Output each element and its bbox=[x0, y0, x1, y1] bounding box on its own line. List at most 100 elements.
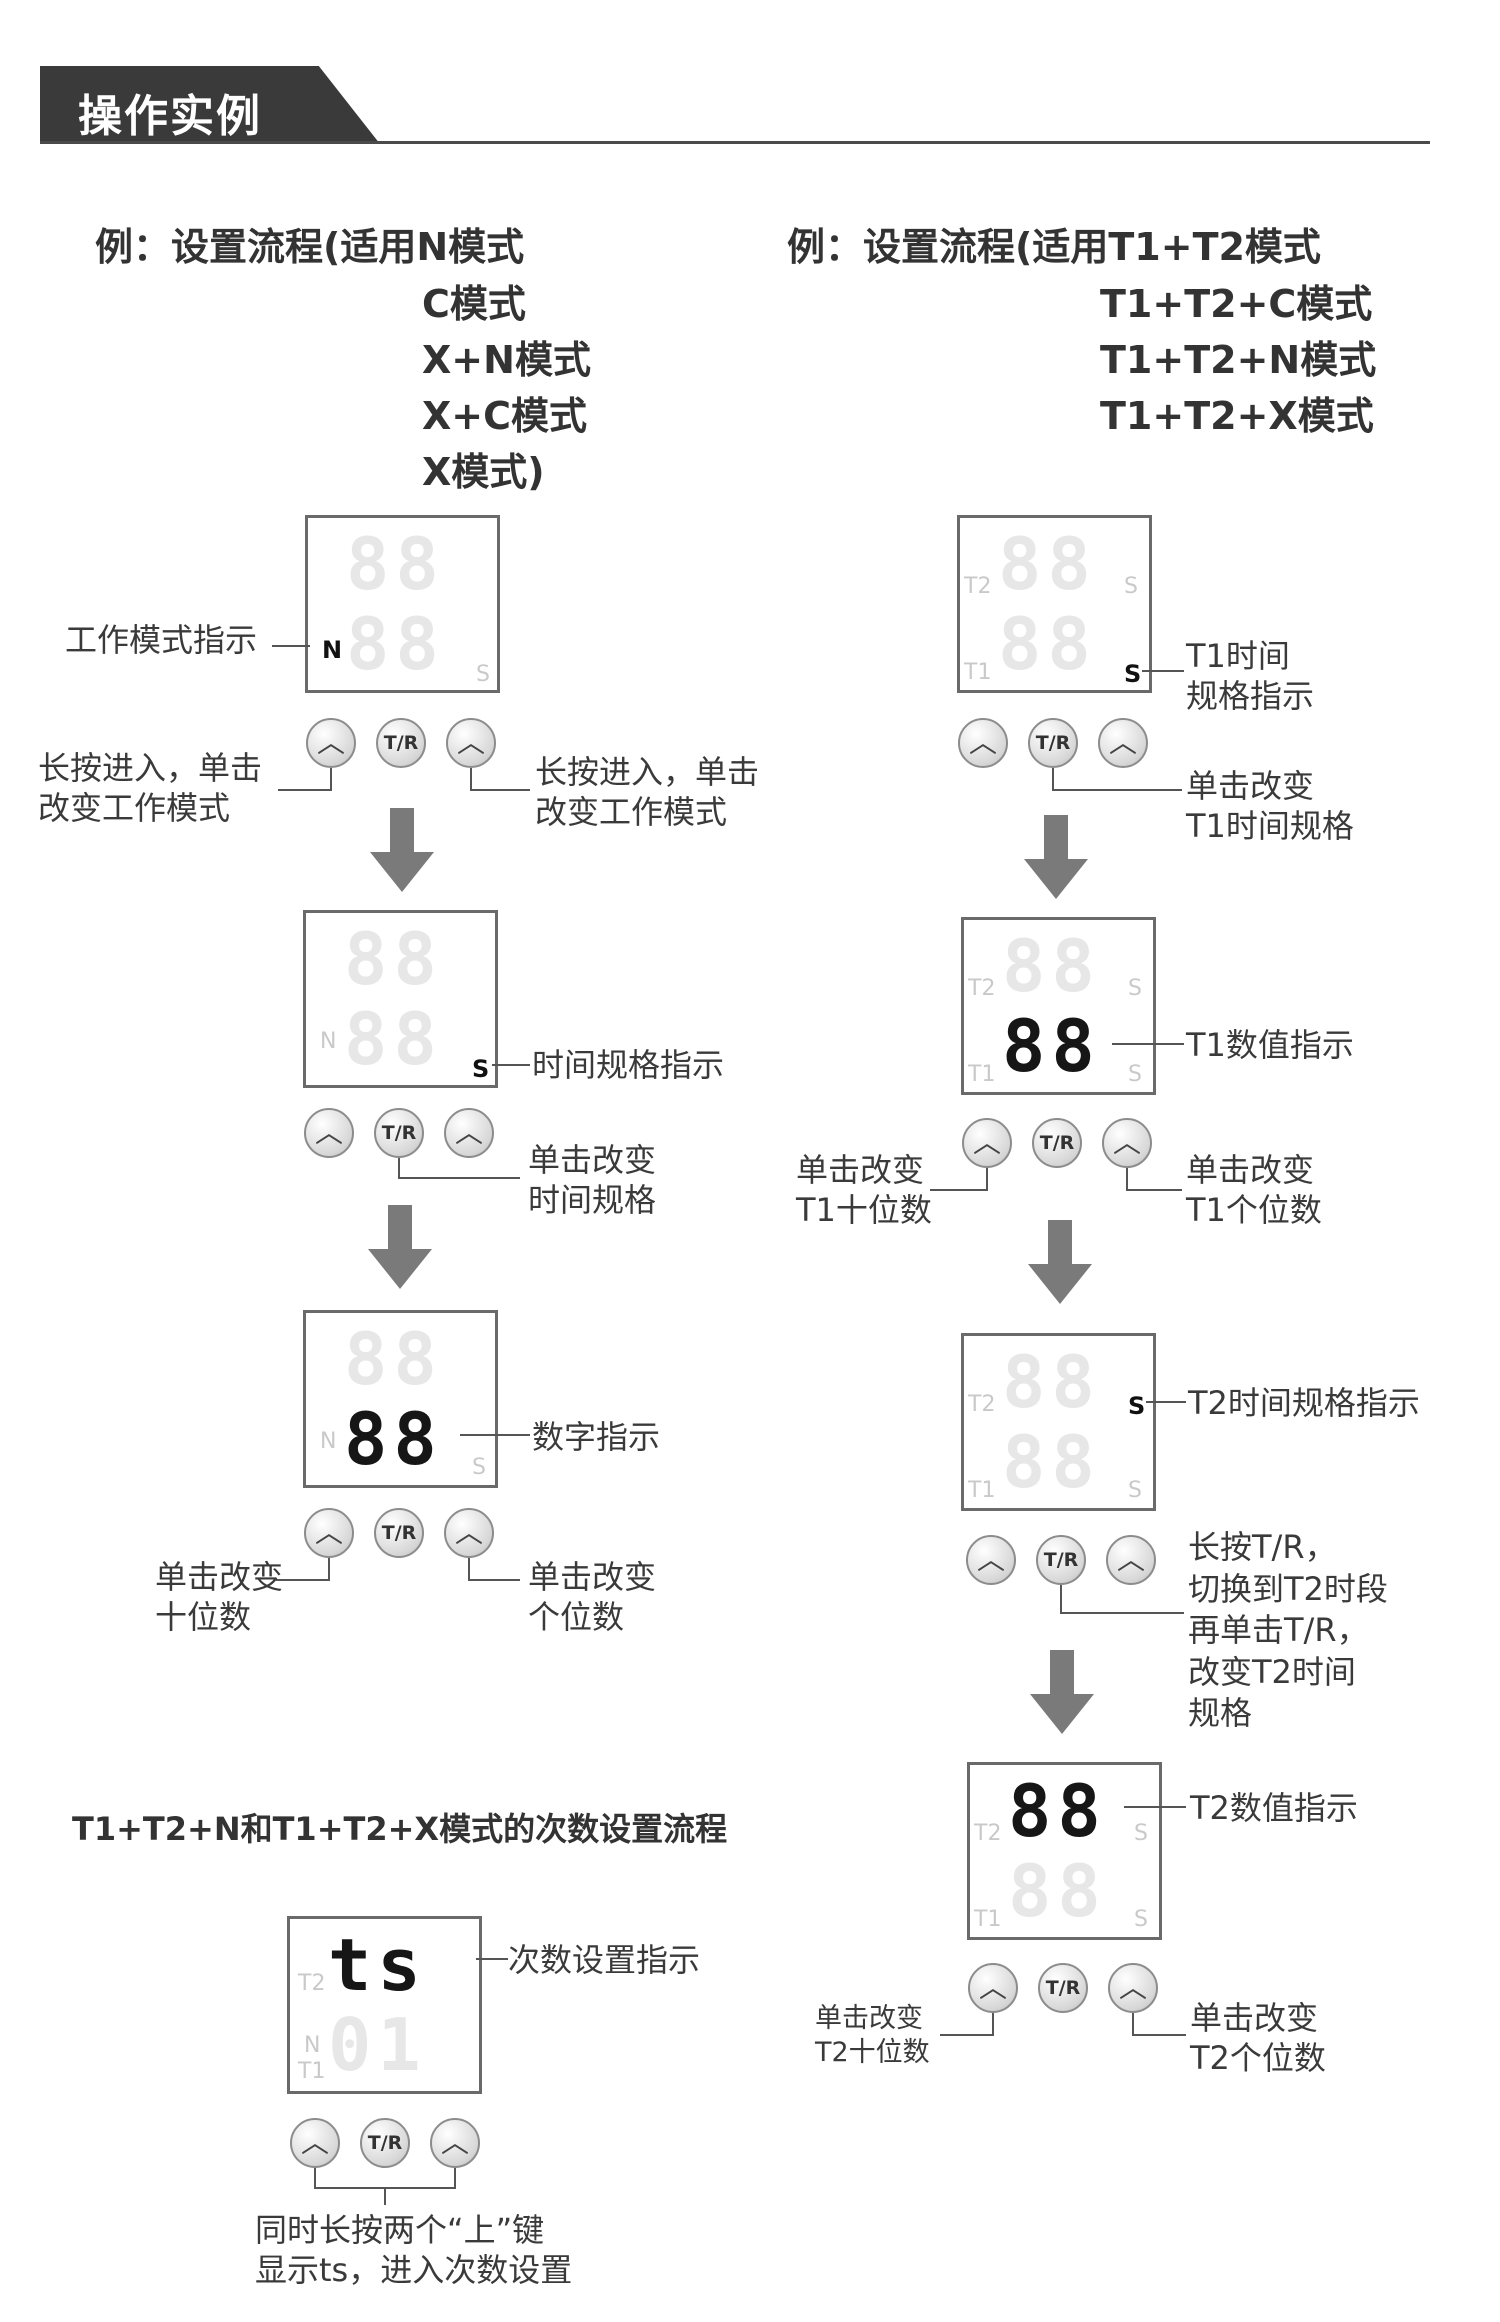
lcd-mode-indicator-n: N bbox=[322, 636, 343, 664]
lcd-unit-indicator-s-top: S bbox=[1128, 976, 1142, 1001]
section-header-tab bbox=[40, 66, 380, 144]
up-button-left[interactable]: ︿ bbox=[966, 1535, 1016, 1585]
leader-line bbox=[470, 789, 530, 791]
leader-line bbox=[492, 1064, 530, 1066]
note-line: T2十位数 bbox=[815, 2036, 930, 2068]
leader-line bbox=[272, 645, 310, 647]
up-button-left[interactable]: ︿ bbox=[306, 718, 356, 768]
tr-button-label: T/R bbox=[1045, 1976, 1081, 1999]
note-line: 单击改变 bbox=[155, 1558, 284, 1596]
up-button-left[interactable]: ︿ bbox=[968, 1963, 1018, 2013]
note-line: 十位数 bbox=[155, 1598, 252, 1636]
up-button-right[interactable]: ︿ bbox=[430, 2118, 480, 2168]
note-line: 单击改变 bbox=[1186, 767, 1315, 805]
lcd-indicator-t2: T2 bbox=[298, 1971, 326, 1996]
lcd-bottom-digits: 88 bbox=[1008, 1849, 1107, 1933]
flow-arrow-down-icon bbox=[1024, 815, 1088, 899]
chevron-up-icon: ︿ bbox=[978, 1971, 1007, 2004]
note-line: 长按T/R， bbox=[1188, 1528, 1337, 1566]
note-enter-count-setting: 同时长按两个“上”键 显示ts，进入次数设置 bbox=[255, 2210, 572, 2290]
note-line: 时间规格 bbox=[528, 1181, 657, 1219]
leader-line bbox=[398, 1158, 400, 1178]
note-line: T1时间 bbox=[1186, 637, 1290, 675]
up-button-left[interactable]: ︿ bbox=[304, 1508, 354, 1558]
leader-line bbox=[330, 768, 332, 790]
tr-button[interactable]: T/R bbox=[374, 1108, 424, 1158]
note-change-t2-ones: 单击改变 T2个位数 bbox=[1190, 1998, 1326, 2078]
label-t1-value-indicator: T1数值指示 bbox=[1186, 1026, 1354, 1064]
note-change-t1-ones: 单击改变 T1个位数 bbox=[1186, 1150, 1322, 1230]
lcd-panel: 88 88 N S bbox=[303, 910, 498, 1088]
note-change-tens: 单击改变 十位数 bbox=[155, 1557, 283, 1637]
up-button-right[interactable]: ︿ bbox=[446, 718, 496, 768]
leader-line bbox=[470, 768, 472, 790]
lcd-indicator-t2: T2 bbox=[974, 1821, 1002, 1846]
lcd-panel: 88 88 T2 S T1 S bbox=[967, 1762, 1162, 1940]
leader-line bbox=[278, 789, 332, 791]
lcd-top-digits: 88 bbox=[998, 522, 1097, 606]
tr-button[interactable]: T/R bbox=[374, 1508, 424, 1558]
leader-line bbox=[276, 1579, 330, 1581]
up-button-right[interactable]: ︿ bbox=[1098, 718, 1148, 768]
note-line: 显示ts，进入次数设置 bbox=[255, 2251, 573, 2289]
leader-line bbox=[1126, 1168, 1128, 1190]
lcd-unit-indicator-s-bottom: S bbox=[1128, 1062, 1142, 1087]
lcd-indicator-t2: T2 bbox=[964, 574, 992, 599]
lcd-top-digits: 88 bbox=[344, 1317, 443, 1401]
leader-line bbox=[1052, 768, 1054, 790]
up-button-right[interactable]: ︿ bbox=[1106, 1535, 1156, 1585]
flow-arrow-down-icon bbox=[368, 1205, 432, 1289]
chevron-up-icon: ︿ bbox=[314, 1516, 343, 1549]
note-line: 单击改变 bbox=[796, 1151, 925, 1189]
tr-button[interactable]: T/R bbox=[1032, 1118, 1082, 1168]
lcd-indicator-t1: T1 bbox=[974, 1907, 1002, 1932]
leader-line bbox=[1124, 1806, 1186, 1808]
leader-line bbox=[476, 1958, 508, 1960]
tr-button-label: T/R bbox=[1039, 1131, 1075, 1154]
tr-button[interactable]: T/R bbox=[376, 718, 426, 768]
tr-button[interactable]: T/R bbox=[1028, 718, 1078, 768]
leader-line bbox=[1126, 1189, 1182, 1191]
note-line: T2个位数 bbox=[1190, 2039, 1326, 2077]
tr-button[interactable]: T/R bbox=[1038, 1963, 1088, 2013]
note-change-t1-tens: 单击改变 T1十位数 bbox=[796, 1150, 932, 1230]
leader-line bbox=[468, 1579, 520, 1581]
note-line: T1个位数 bbox=[1186, 1191, 1322, 1229]
lcd-indicator-t1: T1 bbox=[298, 2059, 326, 2084]
leader-line bbox=[328, 1558, 330, 1580]
note-line: T1十位数 bbox=[796, 1191, 932, 1229]
up-button-right[interactable]: ︿ bbox=[444, 1508, 494, 1558]
lcd-panel: 88 88 T2 S T1 S bbox=[961, 1333, 1156, 1511]
tr-button-label: T/R bbox=[381, 1521, 417, 1544]
note-long-press-left: 长按进入，单击 改变工作模式 bbox=[38, 748, 262, 828]
up-button-left[interactable]: ︿ bbox=[962, 1118, 1012, 1168]
note-line: 单击改变 bbox=[1186, 1151, 1315, 1189]
up-button-left[interactable]: ︿ bbox=[304, 1108, 354, 1158]
right-title-line-3: T1+T2+N模式 bbox=[1100, 338, 1377, 382]
up-button-left[interactable]: ︿ bbox=[958, 718, 1008, 768]
leader-line bbox=[398, 1177, 520, 1179]
up-button-right[interactable]: ︿ bbox=[1102, 1118, 1152, 1168]
chevron-up-icon: ︿ bbox=[314, 1116, 343, 1149]
note-change-t1-spec: 单击改变 T1时间规格 bbox=[1186, 766, 1354, 846]
up-button-right[interactable]: ︿ bbox=[444, 1108, 494, 1158]
note-line: 规格 bbox=[1188, 1694, 1253, 1733]
left-title-line-1: 例：设置流程(适用N模式 bbox=[95, 225, 525, 269]
chevron-up-icon: ︿ bbox=[1118, 1971, 1147, 2004]
leader-line bbox=[1132, 2013, 1134, 2035]
up-button-right[interactable]: ︿ bbox=[1108, 1963, 1158, 2013]
up-button-left[interactable]: ︿ bbox=[290, 2118, 340, 2168]
note-line: 单击改变 bbox=[528, 1558, 657, 1596]
right-title-line-4: T1+T2+X模式 bbox=[1100, 394, 1374, 438]
tr-button[interactable]: T/R bbox=[1036, 1535, 1086, 1585]
tr-button-label: T/R bbox=[1035, 731, 1071, 754]
leader-line bbox=[460, 1434, 530, 1436]
note-long-press-right: 长按进入，单击 改变工作模式 bbox=[535, 752, 759, 832]
lcd-mode-indicator-n: N bbox=[304, 2033, 321, 2058]
tr-button[interactable]: T/R bbox=[360, 2118, 410, 2168]
note-line: 长按进入，单击 bbox=[38, 749, 263, 787]
leader-line bbox=[1060, 1612, 1184, 1614]
left-title-line-5: X模式) bbox=[422, 450, 545, 494]
leader-line bbox=[986, 1168, 988, 1190]
lcd-panel: 88 88 T2 S T1 S bbox=[957, 515, 1152, 693]
